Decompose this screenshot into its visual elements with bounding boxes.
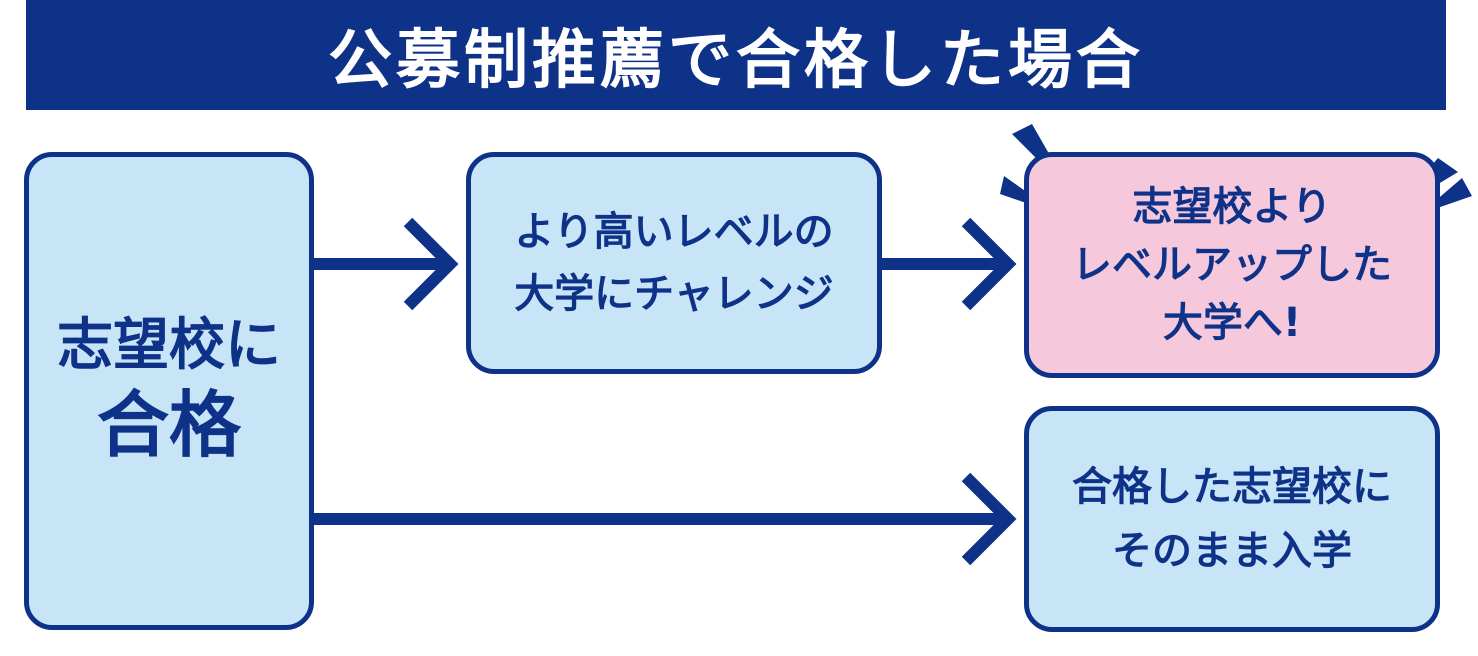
arrowhead-challenge-to-result	[961, 217, 1017, 311]
node-result-line-3: 大学へ!	[1162, 300, 1302, 346]
node-passed-first-choice: 志望校に 合格	[24, 152, 314, 630]
title-banner: 公募制推薦で合格した場合	[26, 0, 1446, 110]
arrowhead-start-to-stay	[961, 472, 1017, 566]
node-challenge-line-2: 大学にチャレンジ	[514, 271, 834, 317]
page-title: 公募制推薦で合格した場合	[328, 24, 1144, 98]
node-challenge-line-1: より高いレベルの	[514, 209, 834, 255]
node-start-line-1: 志望校に	[57, 313, 281, 379]
arrowhead-start-to-challenge	[403, 217, 459, 311]
node-level-up-university: 志望校より レベルアップした 大学へ!	[1024, 152, 1440, 378]
node-result-line-2: レベルアップした	[1072, 242, 1392, 288]
node-enroll-as-is: 合格した志望校に そのまま入学	[1024, 406, 1440, 632]
node-result-line-1: 志望校より	[1132, 184, 1332, 230]
node-start-line-2: 合格	[96, 382, 241, 467]
node-stay-line-2: そのまま入学	[1112, 528, 1352, 574]
node-stay-line-1: 合格した志望校に	[1072, 464, 1392, 510]
node-challenge-higher-university: より高いレベルの 大学にチャレンジ	[466, 152, 882, 374]
